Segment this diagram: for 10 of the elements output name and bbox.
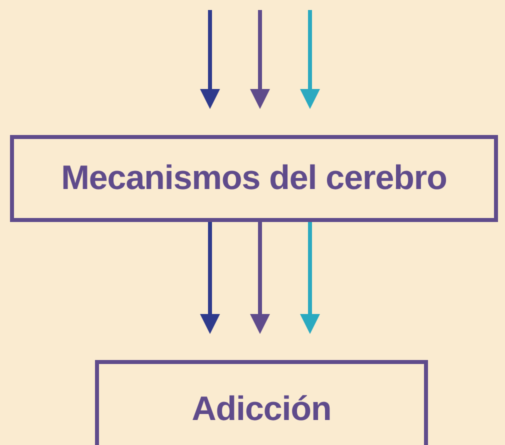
box-label: Adicción	[192, 390, 332, 429]
process-box	[95, 360, 428, 445]
arrow	[250, 10, 270, 109]
arrow	[300, 10, 320, 109]
process-box	[10, 135, 498, 222]
arrow	[300, 222, 320, 334]
box-label: Mecanismos del cerebro	[61, 159, 447, 198]
arrow	[200, 10, 220, 109]
arrow	[200, 222, 220, 334]
arrow	[250, 222, 270, 334]
